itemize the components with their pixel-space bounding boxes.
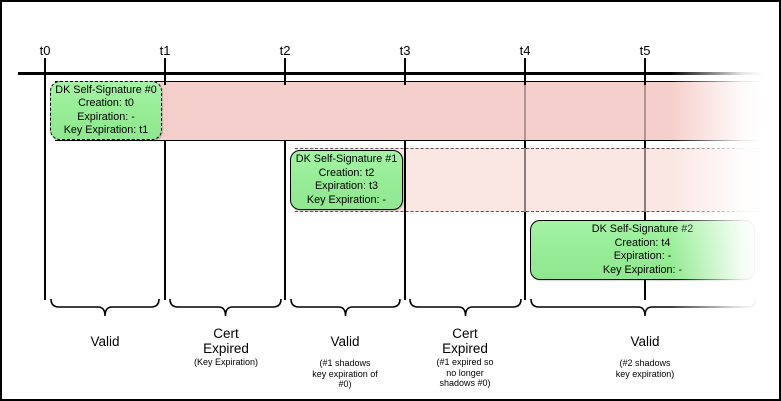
tick-mark-t0	[44, 72, 46, 85]
interval-brace-2	[169, 299, 282, 317]
signature-title: DK Self-Signature #0	[55, 83, 157, 96]
signature-box-2: DK Self-Signature #2 Creation: t4 Expira…	[530, 220, 755, 280]
tick-label-t1: t1	[159, 43, 171, 58]
interval-label-2: Cert Expired (Key Expiration)	[193, 326, 259, 367]
interval-brace-1	[50, 299, 160, 317]
tick-label-t2: t2	[279, 43, 291, 58]
validity-band-primary	[55, 81, 770, 141]
interval-label-4: Cert Expired (#1 expired so no longer sh…	[436, 326, 494, 388]
tick-mark-t3	[404, 72, 406, 85]
interval-brace-3	[290, 299, 401, 317]
tick-mark-t5	[644, 72, 646, 85]
signature-expiration: Expiration: -	[613, 250, 672, 262]
interval-label-3: Valid (#1 shadows key expiration of #0)	[312, 334, 378, 389]
signature-box-1: DK Self-Signature #1 Creation: t2 Expira…	[290, 150, 403, 210]
signature-title: DK Self-Signature #1	[295, 153, 398, 165]
signature-box-0: DK Self-Signature #0 Creation: t0 Expira…	[50, 81, 162, 140]
frame-border-top	[0, 0, 781, 2]
frame-border-left	[0, 0, 2, 401]
tick-label-t5: t5	[639, 43, 651, 58]
signature-expiration: Expiration: -	[77, 110, 135, 123]
time-line-t1	[164, 58, 166, 300]
signature-key-expiration: Key Expiration: -	[602, 263, 683, 276]
tick-label-t0: t0	[39, 43, 51, 58]
interval-label-1: Valid	[90, 334, 120, 349]
time-line-t0	[44, 58, 46, 300]
interval-brace-5	[530, 299, 757, 317]
tick-mark-t2	[284, 72, 286, 85]
signature-key-expiration: Key Expiration: -	[306, 193, 387, 206]
signature-creation: Creation: t4	[614, 236, 671, 249]
signature-creation: Creation: t0	[78, 97, 134, 109]
signature-expiration: Expiration: t3	[314, 180, 378, 192]
time-line-t3	[404, 58, 406, 300]
tick-mark-t4	[524, 72, 526, 85]
interval-label-5: Valid (#2 shadows key expiration)	[615, 334, 675, 379]
tick-mark-t1	[164, 72, 166, 85]
time-line-t2	[284, 58, 286, 300]
signature-title: DK Self-Signature #2	[591, 223, 694, 235]
interval-brace-4	[409, 299, 522, 317]
timeline-axis	[18, 72, 770, 75]
time-line-t4	[524, 58, 526, 300]
signature-key-expiration: Key Expiration: t1	[63, 124, 149, 136]
frame-border-bottom	[0, 399, 781, 401]
tick-label-t3: t3	[399, 43, 411, 58]
time-line-t5	[644, 58, 646, 300]
signature-creation: Creation: t2	[318, 166, 375, 179]
tick-label-t4: t4	[519, 43, 531, 58]
